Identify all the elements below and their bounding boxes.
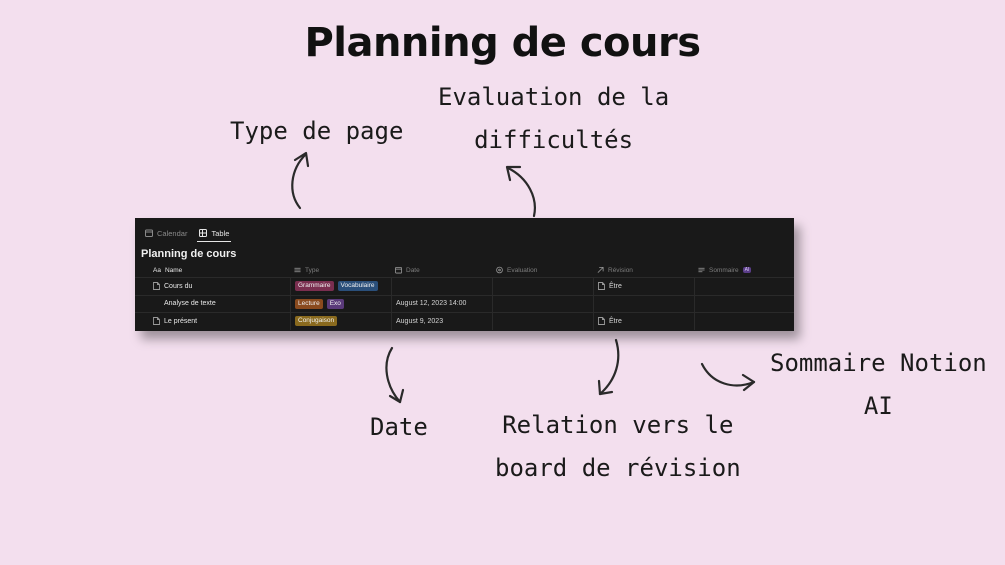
cell-sommaire[interactable]	[694, 295, 794, 312]
text-lines-icon	[698, 267, 705, 273]
annotation-date: Date	[370, 413, 428, 441]
annotation-sommaire: Sommaire Notion AI	[770, 349, 987, 420]
page-icon	[598, 282, 605, 291]
row-revision-link[interactable]: Être	[609, 282, 622, 290]
arrow-up-right-icon	[597, 266, 604, 273]
cell-name[interactable]: Le présent	[135, 313, 290, 330]
cell-date[interactable]: August 12, 2023 14:00	[391, 295, 492, 312]
calendar-icon	[145, 229, 153, 237]
row-date: August 12, 2023 14:00	[396, 300, 467, 308]
arrow-date	[385, 346, 405, 404]
column-type[interactable]: Type	[290, 263, 391, 277]
cell-date[interactable]: August 9, 2023	[391, 313, 492, 330]
database-title: Planning de cours	[141, 248, 237, 260]
cell-date[interactable]	[391, 278, 492, 295]
status-circle-icon	[496, 266, 503, 274]
tag[interactable]: Lecture	[295, 298, 323, 309]
row-name: Cours du	[164, 282, 193, 290]
cell-type[interactable]: Conjugaison	[290, 313, 391, 330]
ai-badge: AI	[742, 267, 752, 273]
page-icon	[153, 282, 160, 291]
tag[interactable]: Vocabulaire	[337, 281, 378, 292]
tab-table[interactable]: Table	[197, 225, 232, 242]
arrow-relation	[597, 338, 620, 396]
annotation-evaluation: Evaluation de la difficultés	[438, 83, 670, 154]
cell-evaluation[interactable]	[492, 295, 593, 312]
cell-name[interactable]: Cours du	[135, 278, 290, 295]
annotation-type-de-page: Type de page	[230, 117, 404, 145]
column-date[interactable]: Date	[391, 263, 492, 277]
notion-database-panel: Calendar Table Planning de cours Aa Name…	[135, 218, 794, 331]
annotation-relation: Relation vers le board de révision	[495, 411, 741, 482]
arrow-evaluation	[505, 165, 536, 218]
database-table: Aa Name Type Date Evaluation Révision	[135, 263, 794, 330]
cell-sommaire[interactable]	[694, 278, 794, 295]
page-title: Planning de cours	[304, 20, 701, 66]
arrow-sommaire	[700, 362, 756, 392]
page-icon	[153, 317, 160, 326]
cell-evaluation[interactable]	[492, 278, 593, 295]
calendar-icon	[395, 266, 402, 274]
page-icon	[598, 317, 605, 326]
table-row[interactable]: Le présent Conjugaison August 9, 2023 Êt…	[135, 312, 794, 330]
tab-calendar[interactable]: Calendar	[143, 225, 189, 241]
tag[interactable]: Exo	[326, 298, 344, 309]
row-revision-link[interactable]: Être	[609, 317, 622, 325]
cell-revision[interactable]: Être	[593, 278, 694, 295]
cell-revision[interactable]	[593, 295, 694, 312]
cell-evaluation[interactable]	[492, 313, 593, 330]
view-tabs: Calendar Table	[143, 225, 232, 243]
column-revision[interactable]: Révision	[593, 263, 694, 277]
row-date: August 9, 2023	[396, 317, 444, 325]
row-name: Analyse de texte	[164, 300, 216, 308]
row-name: Le présent	[164, 317, 198, 325]
column-evaluation[interactable]: Evaluation	[492, 263, 593, 277]
column-sommaire[interactable]: Sommaire AI	[694, 263, 794, 277]
cell-revision[interactable]: Être	[593, 313, 694, 330]
table-icon	[199, 229, 208, 237]
tag[interactable]: Conjugaison	[295, 316, 338, 327]
list-icon	[294, 267, 301, 273]
column-name[interactable]: Aa Name	[153, 266, 183, 274]
arrow-type-de-page	[291, 151, 310, 210]
table-header: Aa Name Type Date Evaluation Révision	[135, 263, 794, 277]
cell-name[interactable]: Analyse de texte	[135, 296, 290, 313]
cell-sommaire[interactable]	[694, 313, 794, 330]
tag[interactable]: Grammaire	[295, 281, 334, 292]
